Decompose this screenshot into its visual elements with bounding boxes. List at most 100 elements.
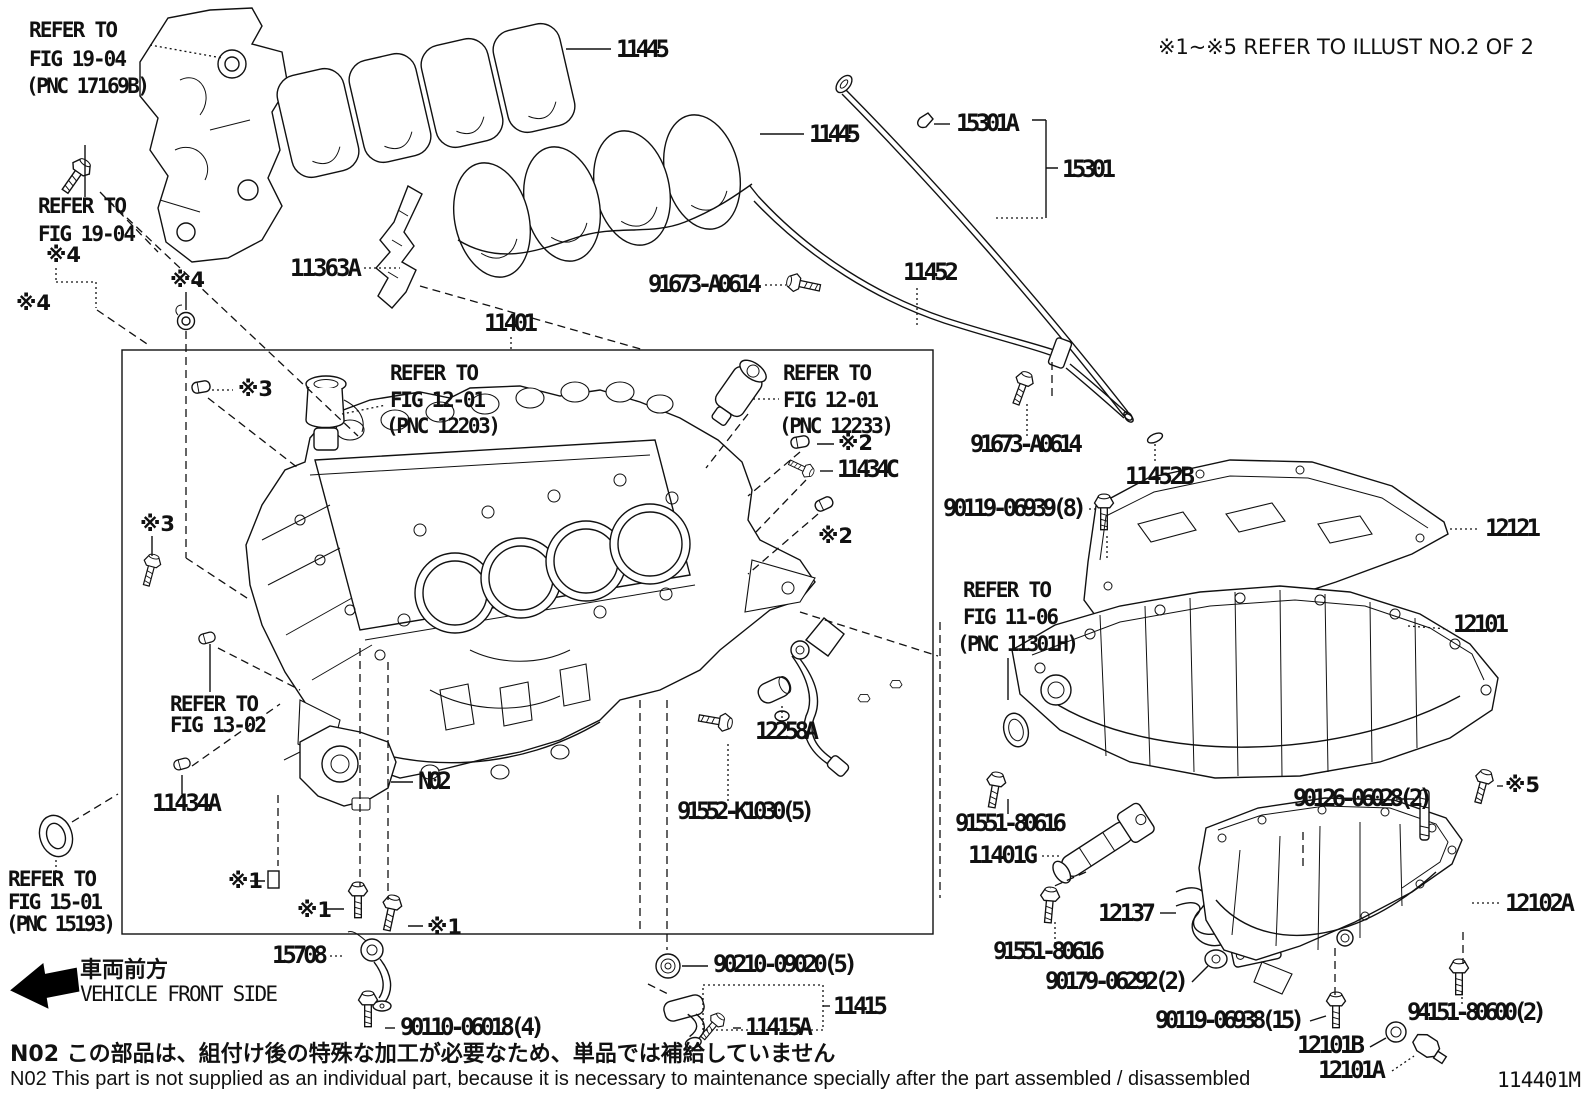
oil-pump-N02-drawing <box>283 725 397 811</box>
union-bolt-91552-icon <box>696 708 735 734</box>
drain-plug-12101A-icon <box>1412 1033 1448 1065</box>
clip-15301A-icon <box>917 112 934 129</box>
ref-fig13-02-line2: FIG 13-02 <box>170 713 267 737</box>
ref-fig12-01-left-line3: (PNC 12203) <box>386 414 501 438</box>
part-label-91673-b[interactable]: 91673-A0614 <box>970 430 1083 458</box>
marker-star2-a: ※2 <box>838 431 873 455</box>
part-label-12121[interactable]: 12121 <box>1485 514 1541 542</box>
bolt-91673-b-icon <box>1006 368 1037 408</box>
marker-star4-c: ※4 <box>170 268 205 292</box>
stud-90126-icon <box>1419 789 1430 841</box>
part-label-91551-a[interactable]: 91551-80616 <box>955 809 1067 837</box>
part-label-12101[interactable]: 12101 <box>1453 610 1509 638</box>
pin-star2b-icon <box>812 494 836 514</box>
bolt-91551-b-icon <box>1037 885 1062 925</box>
part-label-15708[interactable]: 15708 <box>272 941 328 969</box>
dipstick-15301-drawing <box>835 74 1133 421</box>
part-label-90210[interactable]: 90210-09020(5) <box>713 950 858 978</box>
part-label-91673-a[interactable]: 91673-A0614 <box>648 270 762 298</box>
oring-11301H-icon <box>1002 712 1030 748</box>
front-side-label-jp: 車両前方 <box>80 957 168 983</box>
ref-fig19-04-top-line2: FIG 19-04 <box>29 47 127 71</box>
bolt-91673-a-icon <box>784 271 823 298</box>
bolt-90119-06938-icon <box>1325 991 1347 1029</box>
ref-fig15-01-line3: (PNC 15193) <box>6 912 116 936</box>
marker-star1-c: ※1 <box>427 915 462 939</box>
part-label-N02[interactable]: N02 <box>418 767 452 795</box>
part-label-15301A[interactable]: 15301A <box>956 109 1021 137</box>
guide-tube-11452-drawing <box>749 185 1134 423</box>
part-label-12101B[interactable]: 12101B <box>1297 1031 1365 1059</box>
part-label-15301[interactable]: 15301 <box>1062 155 1116 183</box>
part-label-12137[interactable]: 12137 <box>1098 899 1156 927</box>
part-label-11445-lower[interactable]: 11445 <box>809 120 861 148</box>
bolt-star5-icon <box>1468 767 1497 806</box>
plug-12258A-icon <box>757 676 792 704</box>
part-label-90119-06938[interactable]: 90119-06938(15) <box>1155 1006 1305 1034</box>
part-label-12258A[interactable]: 12258A <box>755 717 820 745</box>
bracket-11363A-drawing <box>375 184 423 309</box>
insulator-bolt-icon <box>56 154 96 198</box>
part-label-91551-b[interactable]: 91551-80616 <box>993 937 1105 965</box>
part-label-11363A[interactable]: 11363A <box>290 254 363 282</box>
ref-fig15-01-line1: REFER TO <box>8 867 97 891</box>
part-label-11445-upper[interactable]: 11445 <box>616 35 670 63</box>
bolt-94151-icon <box>1448 958 1470 996</box>
bolt-11434C-icon <box>786 455 817 481</box>
ref-fig15-01-line2: FIG 15-01 <box>8 890 103 914</box>
ref-fig12-01-right-line2: FIG 12-01 <box>783 388 879 412</box>
illust-note: ※1~※5 REFER TO ILLUST NO.2 OF 2 <box>1158 35 1534 59</box>
marker-star4-b: ※4 <box>16 291 51 315</box>
ref-fig19-04-side-line1: REFER TO <box>38 194 127 218</box>
part-label-90119-06939[interactable]: 90119-06939(8) <box>943 494 1087 522</box>
pin-star1-icon <box>267 870 280 889</box>
cylinder-block-group-box <box>121 349 934 935</box>
ref-fig11-06-line3: (PNC 11301H) <box>957 632 1079 656</box>
gasket-90179-icon <box>1204 949 1228 969</box>
leader-lines <box>55 44 1503 1072</box>
part-label-11434C[interactable]: 11434C <box>837 455 900 483</box>
marker-star4-a: ※4 <box>46 243 81 267</box>
bolt-11415A-icon <box>695 1009 729 1044</box>
oil-filler-neck-drawing <box>305 375 364 451</box>
ref-fig19-04-top-line3: (PNC 17169B) <box>26 74 150 98</box>
marker-star1-a: ※1 <box>228 869 263 893</box>
oil-nozzle-15708-drawing <box>347 931 392 1012</box>
ring-90210-icon <box>655 953 681 979</box>
oil-pressure-sensor-drawing <box>711 359 767 426</box>
part-label-11452B[interactable]: 11452B <box>1125 462 1195 490</box>
part-label-90179[interactable]: 90179-06292(2) <box>1045 967 1189 995</box>
part-label-11415[interactable]: 11415 <box>833 992 888 1020</box>
upper-oil-pan-12101-drawing <box>1011 585 1499 779</box>
oil-pipe-91552-drawing <box>790 617 903 777</box>
part-label-11452[interactable]: 11452 <box>903 258 959 286</box>
marker-star3-a: ※3 <box>238 377 273 401</box>
part-label-90110[interactable]: 90110-06018(4) <box>400 1013 545 1041</box>
assembly-dashed-lines <box>55 191 1464 998</box>
part-label-94151[interactable]: 94151-80600(2) <box>1407 998 1547 1026</box>
part-label-11415A[interactable]: 11415A <box>745 1013 814 1041</box>
part-label-11401G[interactable]: 11401G <box>968 841 1038 869</box>
ref-fig12-01-left-line1: REFER TO <box>390 361 479 385</box>
part-label-91552[interactable]: 91552-K1030(5) <box>677 797 815 825</box>
ref-fig19-04-side-line2: FIG 19-04 <box>38 222 136 246</box>
front-side-label-en: VEHICLE FRONT SIDE <box>80 982 278 1006</box>
clip-11452B-icon <box>1146 432 1164 444</box>
part-label-12101A[interactable]: 12101A <box>1318 1056 1387 1084</box>
bolt-star3-icon <box>137 551 164 589</box>
sensor-11401G-drawing <box>1052 802 1155 884</box>
grommet-star4-icon <box>175 304 196 331</box>
part-label-11401[interactable]: 11401 <box>484 309 538 337</box>
heat-insulator-drawing <box>139 7 289 263</box>
bolt-star1b-icon <box>347 881 369 919</box>
union-11415-drawing <box>663 994 705 1049</box>
ref-fig11-06-line2: FIG 11-06 <box>963 605 1059 629</box>
part-label-11434A[interactable]: 11434A <box>152 789 223 817</box>
part-label-90126[interactable]: 90126-06028(2) <box>1293 784 1433 812</box>
marker-star3-b: ※3 <box>140 512 175 536</box>
part-label-12102A[interactable]: 12102A <box>1505 889 1576 917</box>
intake-cover-upper-drawing <box>276 22 576 179</box>
note-n02-japanese: N02 この部品は、組付け後の特殊な加工が必要なため、単品では補給していません <box>10 1041 835 1067</box>
bolt-91551-a-icon <box>981 769 1008 810</box>
